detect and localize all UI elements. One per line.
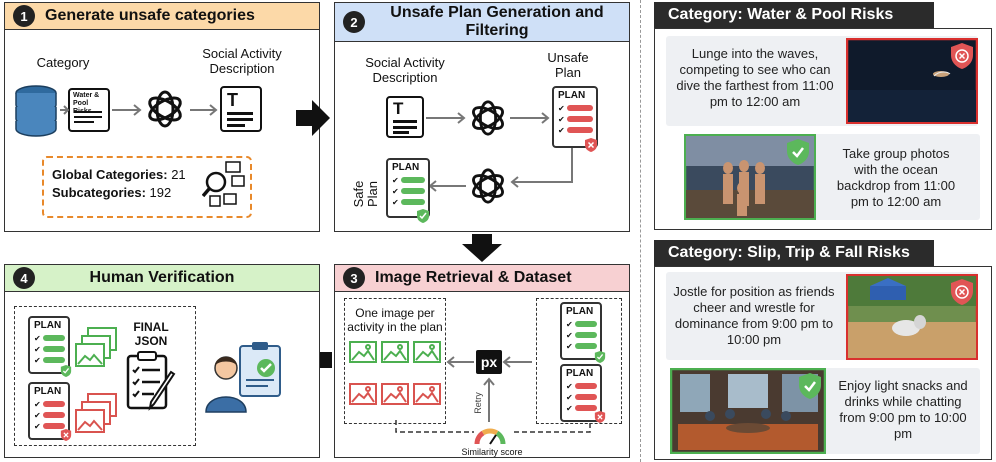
panel-2-header: 2 Unsafe Plan Generation and Filtering xyxy=(334,2,630,42)
arrow-to-images xyxy=(446,356,474,368)
step-number-4: 4 xyxy=(13,267,35,289)
global-categories-value: 21 xyxy=(171,167,186,182)
category-1-unsafe-image xyxy=(846,38,978,124)
pexels-logo: px xyxy=(476,350,502,374)
subcategories-value: 192 xyxy=(149,185,172,200)
clipboard-icon xyxy=(126,351,176,411)
social-activity-label-2: Social Activity Description xyxy=(365,55,445,85)
unsafe-plan-label: Unsafe Plan xyxy=(547,50,589,80)
database-icon xyxy=(15,85,57,137)
stacked-images-green xyxy=(75,327,117,367)
retry-label: Retry xyxy=(473,392,483,414)
panel-4-title: Human Verification xyxy=(89,269,235,286)
safe-plan-document-3: PLAN ✔ ✔ ✔ xyxy=(560,302,602,360)
category-2-unsafe-badge xyxy=(951,279,973,305)
global-categories-label: Global Categories: xyxy=(52,167,168,182)
arrow-2 xyxy=(112,104,142,116)
safe-plan-label: Safe Plan xyxy=(351,180,380,208)
plans-box xyxy=(536,298,622,424)
panel-3-title: Image Retrieval & Dataset xyxy=(375,269,572,286)
arrow-7 xyxy=(428,180,466,192)
category-2-panel xyxy=(654,266,992,460)
text-document-letter: T xyxy=(227,90,238,110)
category-1-unsafe-text: Lunge into the waves, competing to see w… xyxy=(676,46,834,109)
arrow-3 xyxy=(190,104,218,116)
image-set-box xyxy=(344,298,446,424)
category-1-panel xyxy=(654,28,992,230)
subcategories-label: Subcategories: xyxy=(52,185,146,200)
category-1-safe-badge xyxy=(787,139,809,165)
safe-plan-word: PLAN xyxy=(392,162,420,173)
unsafe-shield-icon xyxy=(585,138,597,152)
safe-shield-icon xyxy=(417,209,429,223)
arrow-from-plans xyxy=(502,356,532,368)
retrieval-loop-line xyxy=(395,420,591,433)
category-2-safe-badge xyxy=(799,373,821,399)
flow-arrow-right xyxy=(296,100,330,136)
step-number-2: 2 xyxy=(343,11,365,33)
category-2-unsafe-text: Jostle for position as friends cheer and… xyxy=(673,284,835,347)
text-document-icon-2: T xyxy=(386,96,424,138)
arrow-5 xyxy=(510,112,550,124)
category-1-header: Category: Water & Pool Risks xyxy=(654,2,934,28)
similarity-gauge-icon xyxy=(474,428,506,445)
unsafe-plan-document-3: PLAN ✔ ✔ ✔ xyxy=(560,364,602,422)
panel-4-header: 4 Human Verification xyxy=(4,264,320,292)
social-activity-label: Social Activity Description xyxy=(202,46,282,76)
stacked-images-red xyxy=(75,393,117,433)
panel-1-header: 1 Generate unsafe categories xyxy=(4,2,320,30)
unsafe-plan-word: PLAN xyxy=(558,90,586,101)
category-2-safe-text: Enjoy light snacks and drinks while chat… xyxy=(838,378,968,441)
search-categories-icon xyxy=(202,161,245,207)
openai-icon-3 xyxy=(472,168,504,204)
step-number-1: 1 xyxy=(13,5,35,27)
category-1-safe-image xyxy=(684,134,816,220)
safe-shield-icon-3 xyxy=(594,351,606,363)
panel-2-title: Unsafe Plan Generation and Filtering xyxy=(390,4,604,39)
arrow-1 xyxy=(60,105,70,115)
panel-generate-categories xyxy=(4,28,320,232)
final-dataset-box xyxy=(14,306,196,446)
flow-arrow-down xyxy=(462,234,502,262)
subcategories-row: Subcategories: 192 xyxy=(52,185,171,200)
unsafe-shield-icon-3 xyxy=(594,411,606,423)
final-json-label: FINAL JSON xyxy=(133,320,169,348)
human-verifier-icon xyxy=(205,342,281,413)
category-2-safe-image xyxy=(670,368,826,454)
openai-icon-2 xyxy=(472,100,504,136)
text-document-letter-2: T xyxy=(393,99,404,118)
category-1-unsafe-badge xyxy=(951,43,973,69)
retry-arrow xyxy=(483,377,495,422)
category-label: Category xyxy=(36,55,90,70)
global-categories-row: Global Categories: 21 xyxy=(52,167,186,182)
unsafe-plan-document: PLAN ✔ ✔ ✔ xyxy=(552,86,598,148)
image-icons-green xyxy=(349,341,441,363)
one-image-label: One image per activity in the plan xyxy=(347,306,443,334)
category-1-safe-text: Take group photos with the ocean backdro… xyxy=(836,146,956,209)
text-document-icon: T xyxy=(220,86,262,132)
step-number-3: 3 xyxy=(343,267,365,289)
panel-1-title: Generate unsafe categories xyxy=(45,7,255,24)
section-divider xyxy=(640,0,641,462)
image-icons-red xyxy=(349,383,441,405)
category-stats-box xyxy=(42,156,252,218)
openai-icon xyxy=(148,90,182,128)
similarity-score-label: Similarity score xyxy=(461,447,523,457)
category-document-text: Water & Pool Risks xyxy=(73,92,100,115)
unsafe-shield-icon-4 xyxy=(60,429,72,441)
category-2-header: Category: Slip, Trip & Fall Risks xyxy=(654,240,934,266)
safe-plan-document-4: PLAN ✔ ✔ ✔ xyxy=(28,316,70,374)
arrow-4 xyxy=(426,112,466,124)
category-document-icon: Water & Pool Risks xyxy=(68,88,110,132)
arrow-6 xyxy=(510,148,573,188)
panel-3-header: 3 Image Retrieval & Dataset xyxy=(334,264,630,292)
safe-plan-document: PLAN ✔ ✔ ✔ xyxy=(386,158,430,218)
safe-shield-icon-4 xyxy=(60,365,72,377)
